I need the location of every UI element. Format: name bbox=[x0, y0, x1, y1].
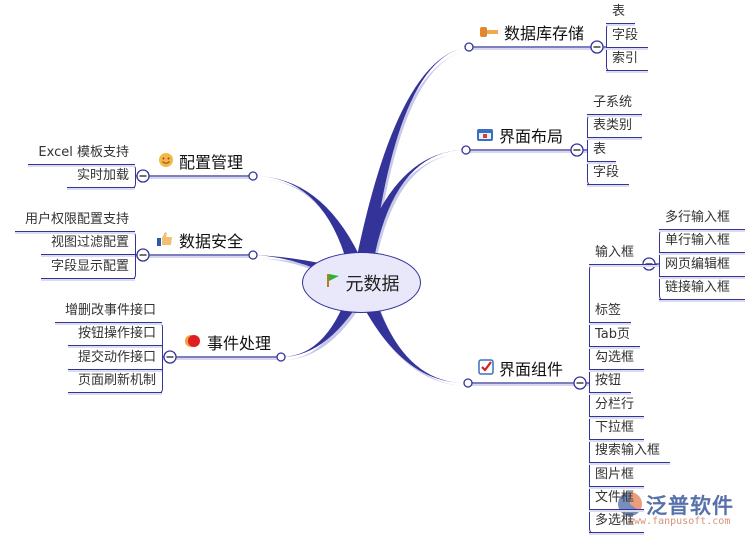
child-topic[interactable]: 表 bbox=[587, 140, 617, 162]
child-topic[interactable]: 图片框 bbox=[589, 465, 645, 487]
child-topic[interactable]: 表类别 bbox=[587, 116, 643, 138]
grandchild-topic[interactable]: 网页编辑框 bbox=[659, 255, 745, 277]
child-topic[interactable]: 页面刷新机制 bbox=[67, 371, 162, 393]
main-topic-label: 配置管理 bbox=[178, 153, 243, 172]
watermark-logo: 泛普软件 www.fanpusoft.com bbox=[616, 490, 746, 536]
child-topic[interactable]: 按钮操作接口 bbox=[67, 324, 162, 346]
child-topic[interactable]: 子系统 bbox=[587, 93, 643, 115]
main-topic-label: 界面组件 bbox=[499, 360, 564, 379]
child-topic[interactable]: 字段 bbox=[606, 26, 649, 48]
child-topic[interactable]: 索引 bbox=[606, 49, 649, 71]
child-topic[interactable]: Excel 模板支持 bbox=[28, 143, 135, 165]
main-topic-label: 数据安全 bbox=[178, 232, 243, 251]
child-topic[interactable]: 提交动作接口 bbox=[67, 348, 162, 370]
grandchild-topic[interactable]: 单行输入框 bbox=[659, 231, 745, 253]
logo-mark-icon bbox=[618, 492, 642, 516]
checkbox-icon bbox=[478, 359, 494, 381]
thumbs-up-icon bbox=[156, 231, 174, 253]
child-topic[interactable]: 分栏行 bbox=[589, 395, 645, 417]
child-topic[interactable]: 文件框 bbox=[589, 488, 645, 510]
child-topic[interactable]: 表 bbox=[606, 2, 636, 24]
child-topic[interactable]: 多选框 bbox=[589, 511, 645, 533]
branch-anchor[interactable] bbox=[248, 250, 258, 260]
child-topic[interactable]: 勾选框 bbox=[589, 348, 645, 370]
logo-name: 泛普软件 bbox=[646, 494, 734, 518]
branch-anchor[interactable] bbox=[463, 378, 473, 388]
child-topic[interactable]: 视图过滤配置 bbox=[40, 233, 135, 255]
main-topic-label: 数据库存储 bbox=[504, 24, 585, 43]
main-topic[interactable]: 数据库存储 bbox=[479, 23, 584, 45]
branch-anchor[interactable] bbox=[276, 352, 286, 362]
child-topic[interactable]: 增删改事件接口 bbox=[54, 301, 162, 323]
key-icon bbox=[479, 23, 499, 45]
main-topic[interactable]: 事件处理 bbox=[184, 333, 271, 355]
smiley-icon bbox=[158, 152, 174, 174]
central-topic-label: 元数据 bbox=[345, 273, 400, 295]
main-topic[interactable]: 配置管理 bbox=[158, 152, 243, 174]
child-topic[interactable]: 字段 bbox=[587, 163, 630, 185]
main-topic-label: 事件处理 bbox=[206, 334, 271, 353]
green-flag-icon bbox=[324, 272, 340, 293]
child-topic[interactable]: 按钮 bbox=[589, 371, 632, 393]
child-topic[interactable]: 标签 bbox=[589, 301, 632, 323]
child-topic[interactable]: 实时加载 bbox=[66, 166, 135, 188]
main-topic-label: 界面布局 bbox=[499, 127, 564, 146]
central-topic[interactable]: 元数据 bbox=[302, 252, 421, 313]
branch-anchor[interactable] bbox=[248, 171, 258, 181]
child-topic[interactable]: 用户权限配置支持 bbox=[14, 210, 135, 232]
red-ball-icon bbox=[184, 333, 202, 355]
branch-anchor[interactable] bbox=[464, 42, 474, 52]
main-topic[interactable]: 界面组件 bbox=[478, 359, 563, 381]
window-icon bbox=[476, 126, 494, 148]
grandchild-topic[interactable]: 链接输入框 bbox=[659, 278, 745, 300]
child-topic[interactable]: 搜索输入框 bbox=[589, 441, 671, 463]
child-topic[interactable]: 字段显示配置 bbox=[40, 257, 135, 279]
branch-anchor[interactable] bbox=[461, 145, 471, 155]
main-topic[interactable]: 界面布局 bbox=[476, 126, 563, 148]
main-topic[interactable]: 数据安全 bbox=[156, 231, 243, 253]
child-topic[interactable]: 输入框 bbox=[589, 243, 657, 265]
child-topic[interactable]: Tab页 bbox=[589, 325, 641, 347]
child-topic[interactable]: 下拉框 bbox=[589, 418, 645, 440]
grandchild-topic[interactable]: 多行输入框 bbox=[659, 208, 745, 230]
logo-url: www.fanpusoft.com bbox=[628, 516, 731, 527]
